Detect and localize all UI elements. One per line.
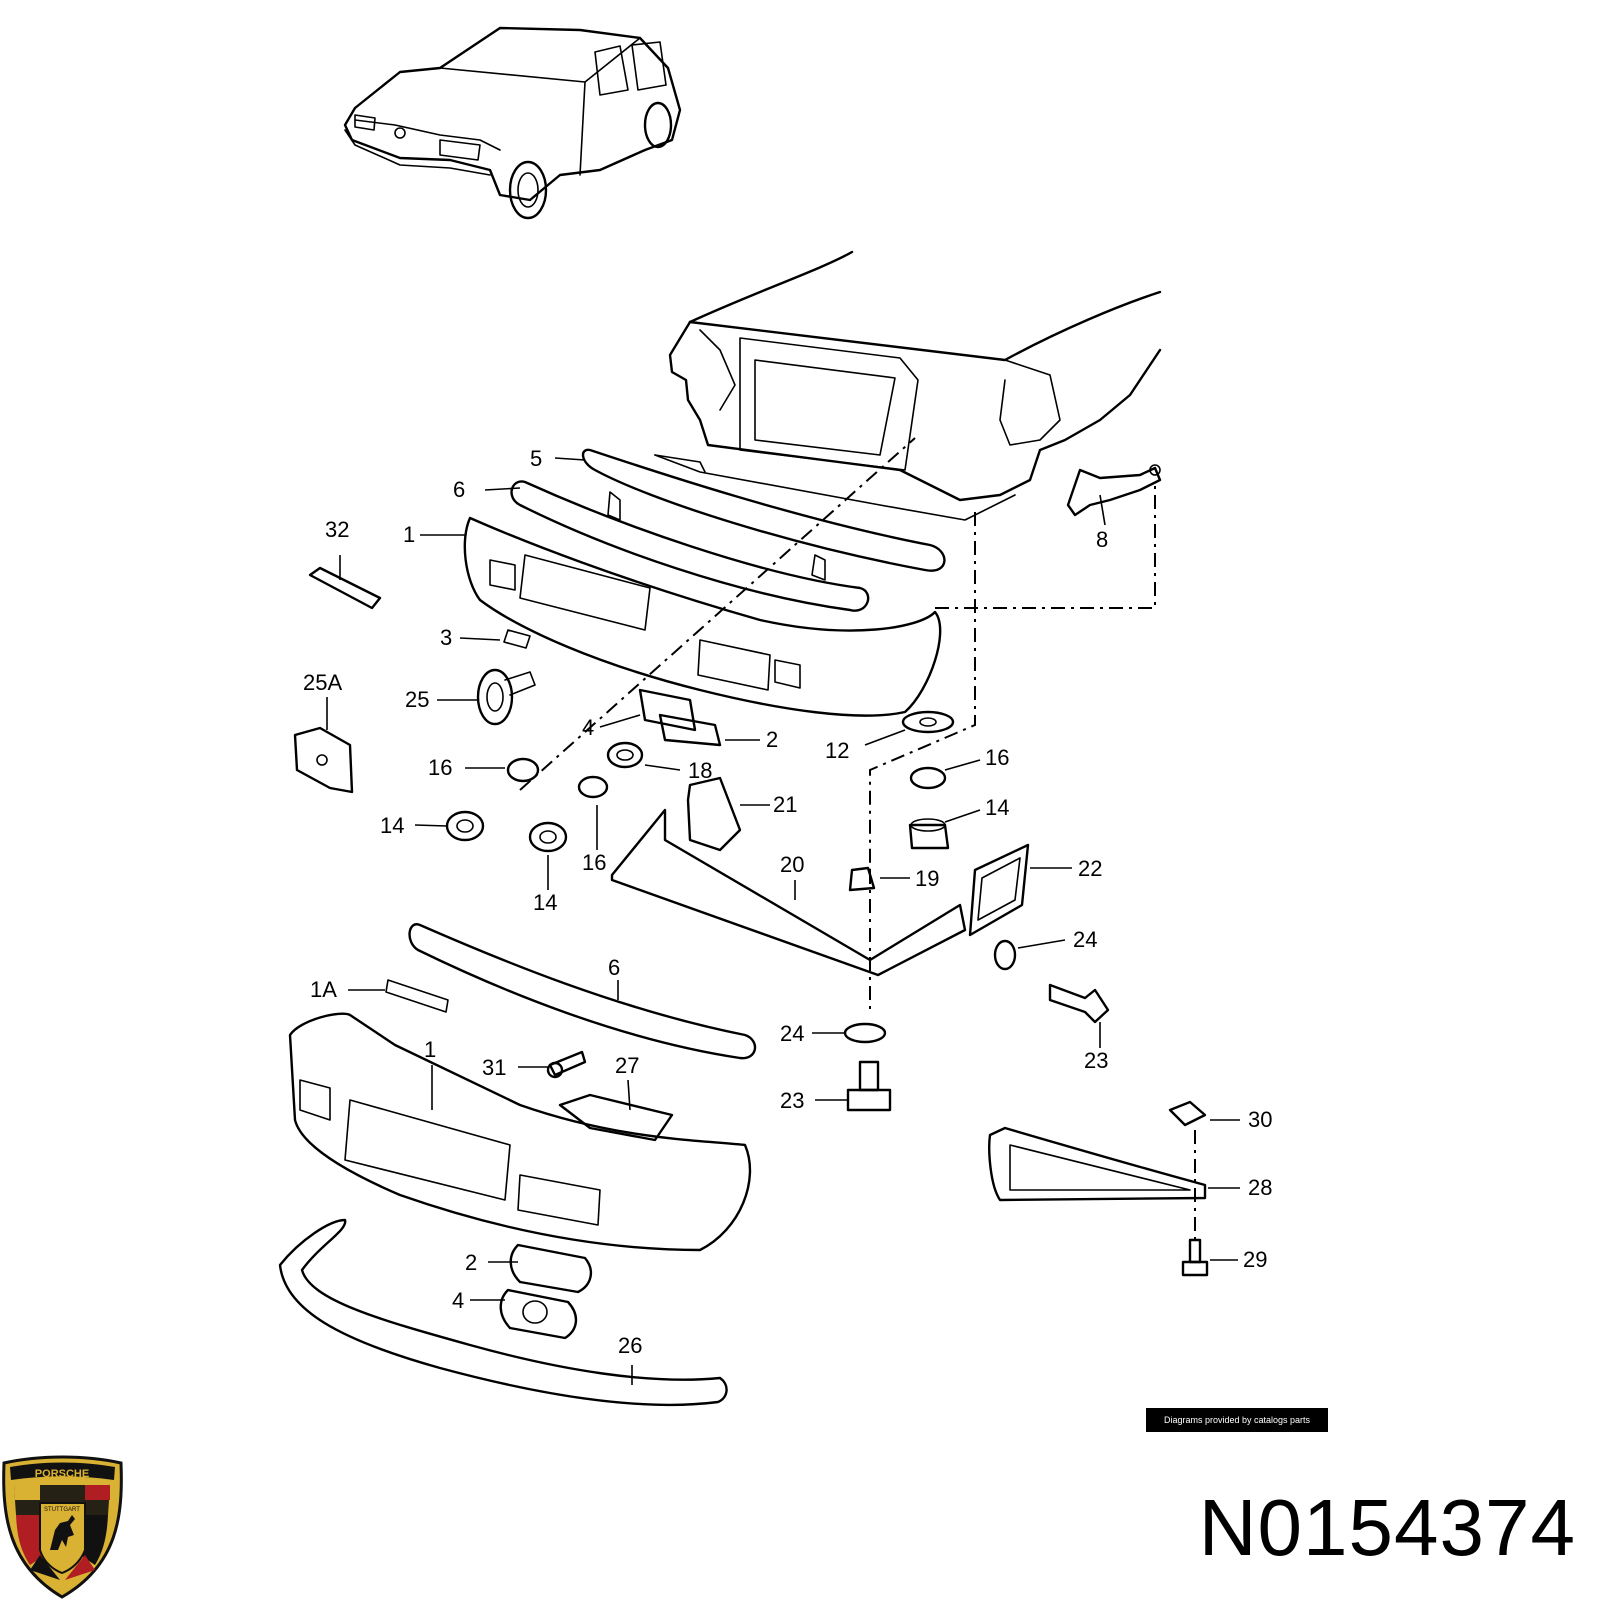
callout-21: 21 bbox=[773, 792, 797, 817]
callout-19: 19 bbox=[915, 866, 939, 891]
callout-2-upper: 2 bbox=[766, 727, 778, 752]
callout-1A: 1A bbox=[310, 977, 337, 1002]
callout-24-right: 24 bbox=[1073, 927, 1097, 952]
callout-16-b: 16 bbox=[985, 745, 1009, 770]
callout-14-a: 14 bbox=[380, 813, 404, 838]
callout-1-lower: 1 bbox=[424, 1037, 436, 1062]
callout-8: 8 bbox=[1096, 527, 1108, 552]
callout-22: 22 bbox=[1078, 856, 1102, 881]
callout-12: 12 bbox=[825, 738, 849, 763]
lower-bumper-assembly bbox=[278, 923, 757, 1407]
callout-6-lower: 6 bbox=[608, 955, 620, 980]
callout-3: 3 bbox=[440, 625, 452, 650]
callout-1-upper: 1 bbox=[403, 522, 415, 547]
callout-14-b: 14 bbox=[985, 795, 1009, 820]
callout-25A: 25A bbox=[303, 670, 342, 695]
callout-23-center: 23 bbox=[780, 1088, 804, 1113]
diagram-credit-label: Diagrams provided by catalogs parts bbox=[1146, 1408, 1328, 1432]
callout-20: 20 bbox=[780, 852, 804, 877]
callout-24-center: 24 bbox=[780, 1021, 804, 1046]
callout-26: 26 bbox=[618, 1333, 642, 1358]
callout-4-lower: 4 bbox=[452, 1288, 464, 1313]
callout-27: 27 bbox=[615, 1053, 639, 1078]
mounting-lines bbox=[519, 437, 1196, 1240]
svg-text:STUTTGART: STUTTGART bbox=[44, 1507, 80, 1513]
callout-28: 28 bbox=[1248, 1175, 1272, 1200]
small-parts-lower-right bbox=[988, 1100, 1209, 1277]
callout-29: 29 bbox=[1243, 1247, 1267, 1272]
porsche-crest-logo: PORSCHE STUTTGART bbox=[2, 1455, 123, 1599]
callout-14-c: 14 bbox=[533, 890, 557, 915]
callout-2-lower: 2 bbox=[465, 1250, 477, 1275]
callout-30: 30 bbox=[1248, 1107, 1272, 1132]
small-parts-upper bbox=[293, 464, 1162, 1112]
callout-labels: 5 6 1 32 8 3 25A 25 4 2 12 16 18 16 14 2… bbox=[303, 446, 1272, 1358]
upper-bumper-assembly bbox=[463, 448, 946, 717]
callout-5: 5 bbox=[530, 446, 542, 471]
callout-6-upper: 6 bbox=[453, 477, 465, 502]
callout-16-c: 16 bbox=[582, 850, 606, 875]
callout-25: 25 bbox=[405, 687, 429, 712]
callout-16-a: 16 bbox=[428, 755, 452, 780]
car-overview-illustration bbox=[343, 26, 682, 220]
front-body-panel bbox=[654, 250, 1162, 521]
callout-32: 32 bbox=[325, 517, 349, 542]
leader-lines bbox=[326, 457, 1240, 1385]
part-number: N0154374 bbox=[1198, 1483, 1576, 1572]
callout-31: 31 bbox=[482, 1055, 506, 1080]
callout-18: 18 bbox=[688, 758, 712, 783]
callout-4-upper: 4 bbox=[582, 715, 594, 740]
callout-23-right: 23 bbox=[1084, 1048, 1108, 1073]
svg-text:PORSCHE: PORSCHE bbox=[35, 1468, 89, 1480]
